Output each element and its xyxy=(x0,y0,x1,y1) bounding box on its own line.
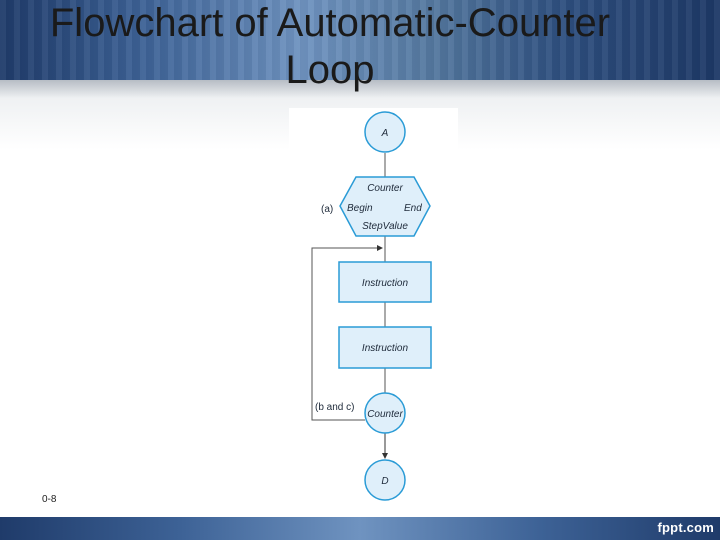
slide-title: Flowchart of Automatic-Counter Loop xyxy=(49,1,611,92)
end-label: End xyxy=(404,203,422,214)
end-connector xyxy=(364,459,406,501)
instruction-box-2 xyxy=(338,326,432,369)
start-connector-label: A xyxy=(381,128,389,139)
footer-band xyxy=(0,517,720,540)
instruction-box-1 xyxy=(338,261,432,303)
instruction-label-1: Instruction xyxy=(362,278,409,289)
instruction-label-2: Instruction xyxy=(362,343,409,354)
end-connector-label: D xyxy=(381,476,388,487)
flowchart-diagram: A Counter Begin End StepValue (a) Instru… xyxy=(311,111,432,501)
start-connector xyxy=(364,111,406,153)
loop-back-edge xyxy=(311,245,383,421)
counter-label: Counter xyxy=(367,183,403,194)
begin-label: Begin xyxy=(347,203,373,214)
header-shadow xyxy=(0,80,720,98)
loop-end-connector xyxy=(364,392,406,434)
counter-hexagon xyxy=(339,176,431,237)
loop-end-label: Counter xyxy=(367,409,403,420)
annotation-a: (a) xyxy=(321,204,333,215)
annotation-b-and-c: (b and c) xyxy=(315,402,354,413)
flowchart-figure: A Counter Begin End StepValue (a) Instru… xyxy=(289,108,458,508)
brand-logo-text: fppt.com xyxy=(657,520,714,535)
step-value-label: StepValue xyxy=(362,221,408,232)
header-band xyxy=(0,0,720,80)
slide-number: 0-8 xyxy=(42,494,57,505)
